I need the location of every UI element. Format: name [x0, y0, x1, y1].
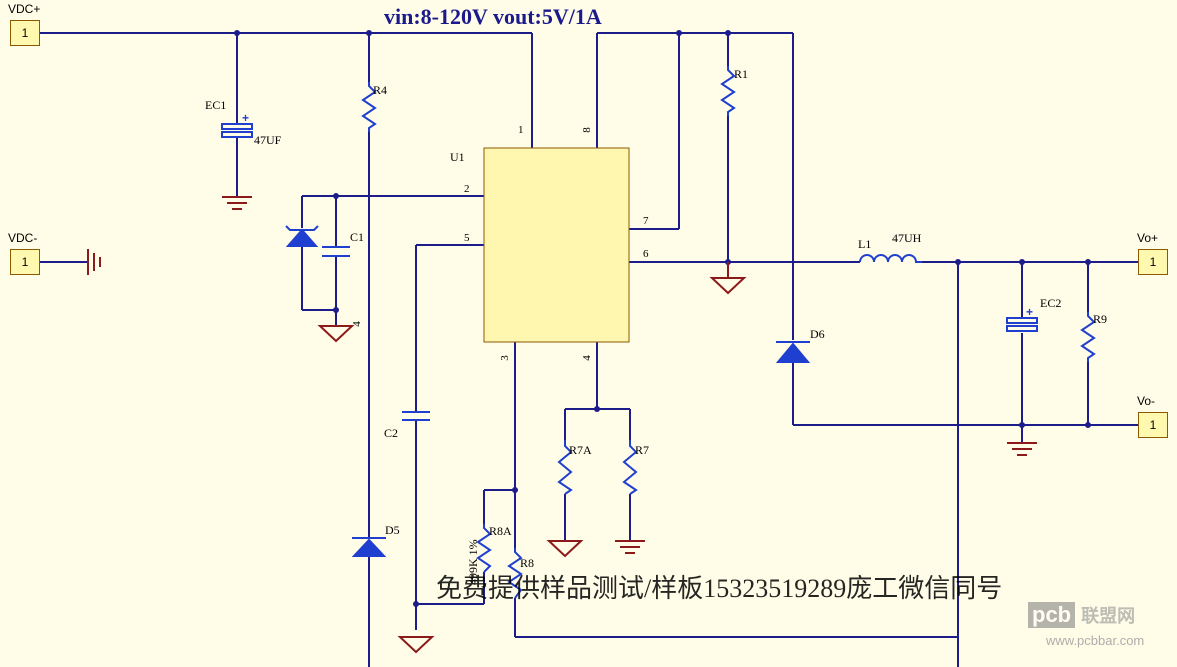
ec2-plate-top [1006, 317, 1038, 324]
r7-ref: R7 [635, 443, 650, 457]
r4-ref: R4 [373, 83, 388, 97]
r1-ref: R1 [734, 67, 749, 81]
schematic-title: vin:8-120V vout:5V/1A [384, 4, 602, 29]
ec1-ground-icon [222, 196, 252, 210]
vo-minus-port: 1 [1138, 412, 1168, 438]
l1-inductor [859, 254, 922, 263]
d6-diode [775, 342, 811, 363]
d5-pin-number: 4 [350, 321, 363, 327]
junction-dot [594, 406, 600, 412]
r8a-resistor [476, 524, 492, 573]
c2-ground-icon [397, 636, 435, 654]
r7a-ground-icon [546, 540, 584, 558]
ec2-ref: EC2 [1040, 296, 1062, 310]
junction-dot [676, 30, 682, 36]
pcbbar-logo: pcb 联盟网 [1028, 602, 1135, 628]
c2-ref: C2 [384, 426, 399, 440]
r7a-resistor [557, 440, 573, 495]
pin6-ground-icon [709, 277, 747, 295]
r9-resistor [1080, 312, 1096, 362]
r8-ref: R8 [520, 556, 535, 570]
u1-pin4-number: 4 [580, 355, 593, 361]
junction-dot [1019, 422, 1025, 428]
ec1-plate-bottom [221, 131, 253, 138]
u1-chip-body [483, 147, 630, 343]
l1-value: 47UH [892, 231, 922, 245]
u1-pin5-number: 5 [464, 232, 470, 244]
ec1-ref: EC1 [205, 98, 227, 112]
junction-dot [725, 30, 731, 36]
ec1-plus-mark: + [242, 111, 249, 125]
junction-dot [1085, 422, 1091, 428]
vdc-minus-label: VDC- [8, 231, 38, 245]
ec1-value: 47UF [254, 133, 282, 147]
r7-resistor [622, 440, 638, 495]
junction-dot [333, 307, 339, 313]
zener-diode [285, 228, 319, 247]
junction-dot [512, 487, 518, 493]
vo-minus-label: Vo- [1137, 394, 1156, 408]
vdc-minus-port: 1 [10, 249, 40, 275]
u1-pin6-number: 6 [643, 248, 649, 260]
c1-ref: C1 [350, 230, 365, 244]
r9-ref: R9 [1093, 312, 1108, 326]
u1-pin3-number: 3 [498, 355, 511, 361]
r8a-ref: R8A [489, 524, 512, 538]
junction-dot [1085, 259, 1091, 265]
d5-diode [351, 538, 387, 557]
ec1-plate-top [221, 123, 253, 130]
u1-pin1-number: 1 [518, 124, 524, 136]
vdc-minus-ground-icon [87, 249, 101, 275]
ec2-ground-icon [1007, 442, 1037, 456]
zener-bar [285, 225, 319, 231]
r8-resistor [507, 548, 523, 599]
r7a-ref: R7A [569, 443, 592, 457]
c1-ground-icon [317, 325, 355, 343]
u1-ref: U1 [450, 150, 465, 164]
junction-dot [366, 30, 372, 36]
ec2-plate-bottom [1006, 325, 1038, 332]
junction-dot [1019, 259, 1025, 265]
vdc-plus-port: 1 [10, 20, 40, 46]
r4-resistor [361, 82, 377, 132]
d5-ref: D5 [385, 523, 400, 537]
r1-resistor [720, 66, 736, 116]
logo-url: www.pcbbar.com [1046, 633, 1145, 648]
junction-dot [955, 259, 961, 265]
vo-plus-label: Vo+ [1137, 231, 1159, 245]
u1-pin2-number: 2 [464, 183, 470, 195]
logo-box: pcb [1028, 602, 1076, 628]
junction-dot [333, 193, 339, 199]
u1-pin8-number: 8 [580, 127, 593, 133]
logo-cn: 联盟网 [1081, 606, 1136, 627]
u1-pin7-number: 7 [643, 215, 649, 227]
junction-dot [413, 601, 419, 607]
d6-ref: D6 [810, 327, 825, 341]
watermark-text: 免费提供样品测试/样板15323519289庞工微信同号 [436, 574, 1003, 603]
ec2-plus-mark: + [1026, 305, 1033, 319]
vo-plus-port: 1 [1138, 249, 1168, 275]
vdc-plus-label: VDC+ [8, 2, 41, 16]
l1-ref: L1 [858, 237, 872, 251]
junction-dot [234, 30, 240, 36]
r7-ground-icon [615, 540, 645, 554]
